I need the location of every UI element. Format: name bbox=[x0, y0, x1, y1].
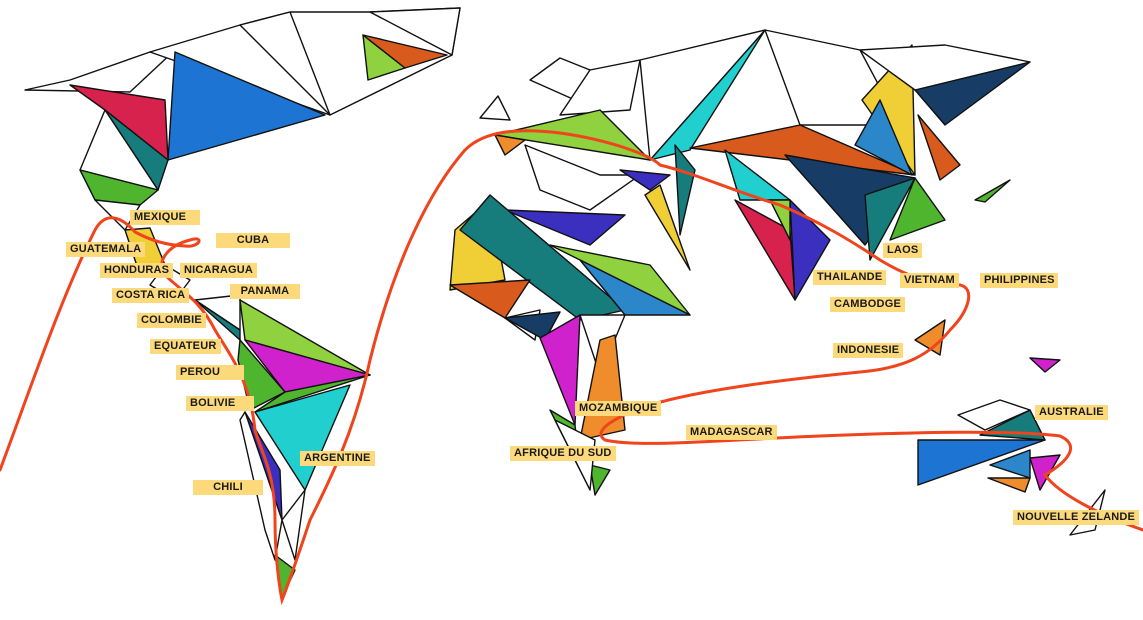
af-skyblue bbox=[579, 259, 691, 316]
af-magenta bbox=[539, 314, 581, 426]
af-orange bbox=[579, 334, 626, 441]
af-green-2 bbox=[589, 464, 611, 496]
label-guatemala: GUATEMALA bbox=[66, 242, 146, 257]
north-america bbox=[24, 7, 461, 301]
europe-asia bbox=[479, 29, 1031, 301]
af-rust bbox=[449, 279, 531, 319]
eu-white-3 bbox=[559, 59, 641, 116]
as-white-1 bbox=[639, 29, 766, 161]
as-teal-right bbox=[864, 177, 916, 261]
label-bolivie: BOLIVIE bbox=[186, 396, 254, 411]
oc-magenta-2 bbox=[1029, 357, 1061, 373]
label-laos: LAOS bbox=[883, 243, 923, 258]
as-skyblue bbox=[854, 99, 913, 176]
eu-white-4 bbox=[524, 144, 641, 211]
label-thailande: THAILANDE bbox=[813, 270, 887, 285]
label-madagascar: MADAGASCAR bbox=[686, 425, 777, 440]
label-australie: AUSTRALIE bbox=[1035, 405, 1108, 420]
label-chili: CHILI bbox=[193, 480, 263, 495]
sa-green-2 bbox=[254, 374, 371, 413]
oc-skyblue bbox=[989, 449, 1031, 479]
africa bbox=[449, 194, 691, 496]
oc-white bbox=[957, 399, 1031, 431]
label-philippines: PHILIPPINES bbox=[980, 273, 1058, 288]
label-mexique: MEXIQUE bbox=[130, 210, 200, 225]
as-green-small bbox=[974, 179, 1011, 203]
oc-orange bbox=[987, 477, 1031, 493]
as-purple bbox=[789, 199, 831, 301]
label-indonesie: INDONESIE bbox=[833, 343, 904, 358]
label-vietnam: VIETNAM bbox=[900, 273, 959, 288]
na-white-3 bbox=[239, 11, 331, 116]
south-america bbox=[194, 294, 371, 599]
label-equateur: EQUATEUR bbox=[150, 339, 221, 354]
travel-route bbox=[0, 129, 1143, 606]
label-argentine: ARGENTINE bbox=[300, 451, 375, 466]
label-perou: PEROU bbox=[176, 365, 244, 380]
label-cuba: CUBA bbox=[216, 233, 290, 248]
sa-cyan bbox=[254, 384, 351, 491]
as-yellow-2 bbox=[644, 184, 691, 271]
as-teal-2 bbox=[674, 144, 696, 236]
label-mozambique: MOZAMBIQUE bbox=[575, 401, 662, 416]
na-blue-big bbox=[167, 51, 326, 161]
label-colombie: COLOMBIE bbox=[137, 313, 206, 328]
eu-white-1 bbox=[479, 95, 511, 121]
sa-white-south bbox=[281, 489, 306, 561]
label-nicaragua: NICARAGUA bbox=[180, 263, 258, 278]
na-rust bbox=[362, 34, 448, 69]
label-nouvelle-zelande: NOUVELLE ZELANDE bbox=[1013, 510, 1140, 525]
af-navy bbox=[504, 311, 561, 341]
oc-blue bbox=[917, 439, 1046, 486]
label-panama: PANAMA bbox=[230, 284, 300, 299]
na-white-1 bbox=[24, 49, 176, 93]
as-purple-2 bbox=[619, 169, 671, 191]
af-purple bbox=[504, 209, 626, 246]
label-honduras: HONDURAS bbox=[100, 263, 174, 278]
as-white-3 bbox=[859, 44, 1031, 91]
sa-teal-top bbox=[194, 299, 241, 341]
label-cambodge: CAMBODGE bbox=[830, 297, 905, 312]
as-green-right bbox=[889, 177, 946, 241]
oceania bbox=[914, 319, 1106, 536]
as-lime bbox=[769, 199, 791, 241]
na-white-4 bbox=[369, 7, 461, 56]
label-costa-rica: COSTA RICA bbox=[112, 288, 190, 303]
eu-orange-small bbox=[494, 134, 526, 156]
as-rust-2 bbox=[917, 114, 961, 181]
as-crimson bbox=[734, 199, 796, 301]
label-afrique-du-sud: AFRIQUE DU SUD bbox=[510, 446, 616, 461]
